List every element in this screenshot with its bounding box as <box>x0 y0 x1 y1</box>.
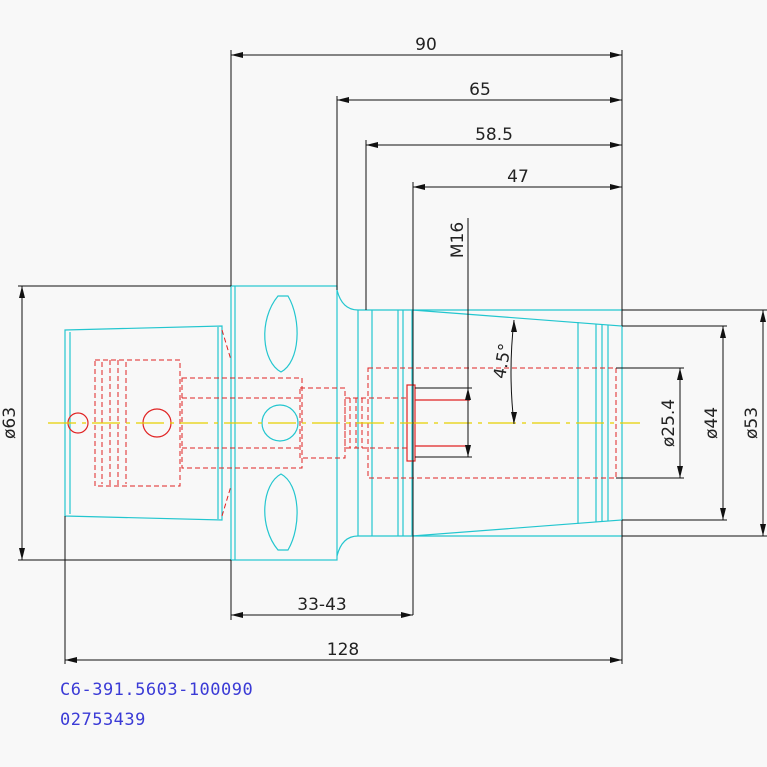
dia-25-4-label: ø25.4 <box>659 399 679 447</box>
taper-shank-outline <box>64 325 223 521</box>
dia-44-label: ø44 <box>702 407 722 439</box>
dim-33-43-label: 33-43 <box>297 595 346 615</box>
dia-53-label: ø53 <box>742 407 762 439</box>
upper-slot <box>264 295 298 373</box>
part-number: C6-391.5603-100090 <box>60 680 254 700</box>
dim-128-label: 128 <box>327 640 359 660</box>
dim-65-label: 65 <box>469 80 491 100</box>
neck-upper <box>336 289 622 311</box>
dim-58-5-label: 58.5 <box>475 125 513 145</box>
neck-lower <box>336 535 622 557</box>
dia-63-label: ø63 <box>0 407 20 439</box>
thread-m16-label: M16 <box>448 222 468 258</box>
dim-90-label: 90 <box>415 35 437 55</box>
hidden-features <box>67 329 617 517</box>
dimension-lines <box>18 50 767 664</box>
item-number: 02753439 <box>60 710 146 730</box>
dim-47-label: 47 <box>507 167 529 187</box>
angle-label: 4.5° <box>490 342 516 380</box>
lower-slot <box>264 473 298 551</box>
